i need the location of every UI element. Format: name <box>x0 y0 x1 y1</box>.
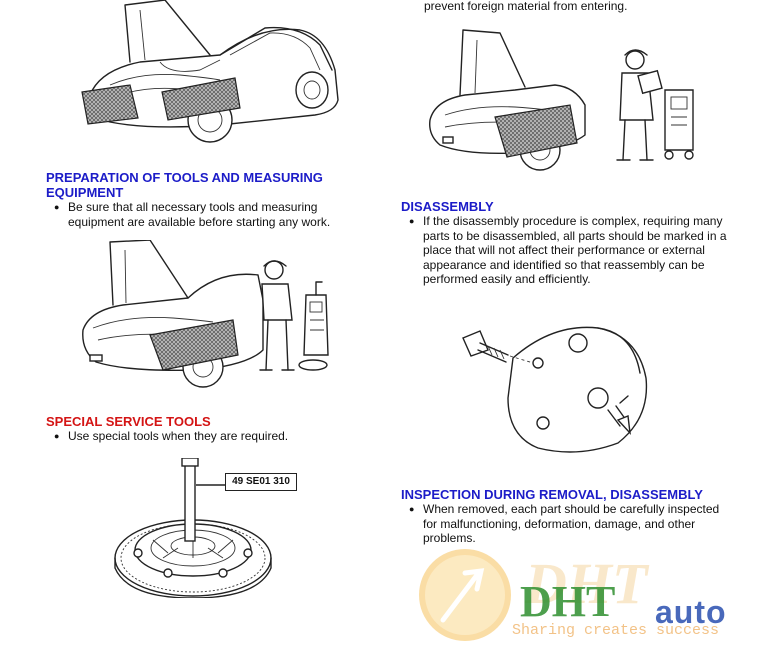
watermark-brand-left: DHT <box>520 577 616 626</box>
section-heading: INSPECTION DURING REMOVAL, DISASSEMBLY <box>401 487 703 502</box>
leader-line <box>196 484 226 486</box>
disassembly-section: DISASSEMBLY ● If the disassembly procedu… <box>401 199 736 287</box>
watermark-slogan: Sharing creates success <box>512 622 720 639</box>
car-fender-cover-illustration <box>81 0 339 143</box>
bullet-icon: ● <box>54 431 60 441</box>
section-heading: PREPARATION OF TOOLS AND MEASURING EQUIP… <box>46 170 323 200</box>
inspection-section: INSPECTION DURING REMOVAL, DISASSEMBLY ●… <box>401 487 736 546</box>
bullet-item: ● When removed, each part should be care… <box>409 502 720 546</box>
bullet-icon: ● <box>54 202 60 212</box>
tools-section: PREPARATION OF TOOLS AND MEASURING EQUIP… <box>46 170 366 229</box>
car-tools-illustration <box>82 240 329 388</box>
car-technician-illustration <box>429 29 694 171</box>
watermark-brand-shadow: DHT <box>524 551 650 616</box>
watermark-logo: DHT <box>419 549 650 641</box>
continued-text: prevent foreign material from entering. <box>424 0 628 13</box>
bullet-icon: ● <box>409 216 415 226</box>
section-heading: SPECIAL SERVICE TOOLS <box>46 414 211 429</box>
bullet-item: ● If the disassembly procedure is comple… <box>409 214 727 287</box>
clutch-special-tool-illustration <box>114 458 272 598</box>
special-tools-section: SPECIAL SERVICE TOOLS ● Use special tool… <box>46 414 366 444</box>
section-heading: DISASSEMBLY <box>401 199 494 214</box>
tool-number-label: 49 SE01 310 <box>225 473 297 491</box>
bullet-icon: ● <box>409 504 415 514</box>
bullet-item: ● Be sure that all necessary tools and m… <box>54 200 331 229</box>
part-marking-illustration <box>462 326 648 453</box>
watermark-brand-right: auto <box>655 594 727 630</box>
bullet-item: ● Use special tools when they are requir… <box>54 429 289 443</box>
